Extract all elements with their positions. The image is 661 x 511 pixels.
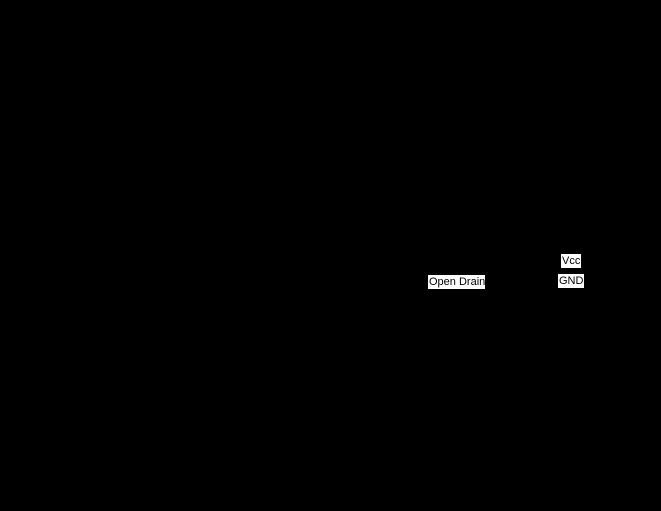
gnd-label: GND <box>558 274 584 288</box>
open-drain-label: Open Drain <box>428 275 486 289</box>
vcc-label: Vcc <box>561 254 581 268</box>
